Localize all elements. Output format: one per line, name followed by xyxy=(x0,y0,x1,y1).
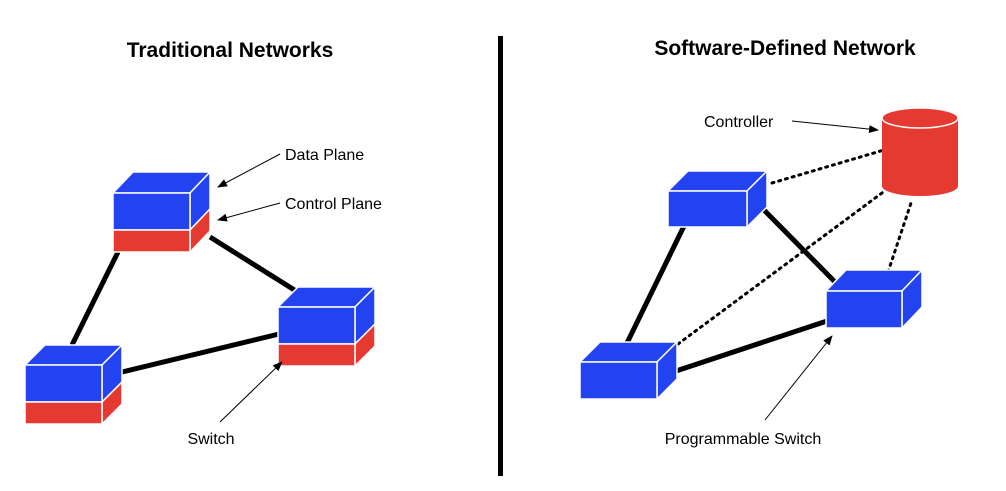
control-plane-label: Control Plane xyxy=(285,196,382,213)
sdn-link-top-left xyxy=(624,224,687,345)
traditional-switch-top xyxy=(111,170,212,254)
data-plane-label: Data Plane xyxy=(285,147,364,164)
right-panel-title: Software-Defined Network xyxy=(654,37,916,60)
programmable-switch-label: Programmable Switch xyxy=(665,431,822,448)
controller-link-right xyxy=(886,198,914,274)
controller-link-bottom-left xyxy=(676,188,888,346)
sdn-link-top-right xyxy=(762,208,840,287)
programmable-switch-top xyxy=(666,169,769,229)
traditional-switch-right xyxy=(276,285,377,368)
traditional-networks-panel: Traditional Networks xyxy=(23,39,382,448)
control-plane-arrow xyxy=(217,202,281,222)
programmable-switch-right xyxy=(824,268,924,330)
switch-arrow xyxy=(219,361,283,423)
sdn-link-left-right xyxy=(675,318,828,374)
sdn-panel: Software-Defined Network xyxy=(578,37,959,448)
controller-cylinder xyxy=(881,107,959,196)
traditional-switch-bottom-left xyxy=(23,343,124,426)
controller-label: Controller xyxy=(704,114,774,131)
link-top-left xyxy=(69,250,121,347)
data-plane-arrow xyxy=(217,153,281,188)
traditional-links xyxy=(69,234,298,375)
switch-label: Switch xyxy=(187,431,234,448)
controller-link-top xyxy=(770,148,886,185)
link-top-right xyxy=(208,234,298,294)
controller-arrow xyxy=(791,120,879,134)
programmable-switch-bottom-left xyxy=(578,340,679,401)
sdn-links xyxy=(624,208,840,374)
link-left-right xyxy=(121,331,280,375)
controller-links xyxy=(676,148,914,346)
left-panel-title: Traditional Networks xyxy=(127,39,334,62)
panel-divider xyxy=(498,36,503,476)
programmable-switch-arrow xyxy=(764,335,833,421)
